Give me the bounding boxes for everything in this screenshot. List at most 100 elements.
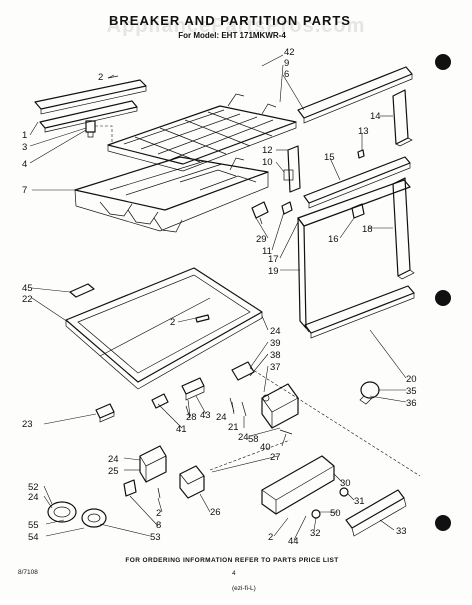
switch-43 [181,377,205,401]
grille-53 [81,508,107,528]
callout-label: 18 [362,224,373,235]
callout-label: 4 [22,159,27,170]
clip-41 [151,393,169,409]
callout-label: 43 [200,410,211,421]
clip-11 [281,201,293,215]
callout-label: 55 [28,520,39,531]
screw-2-panel [195,314,210,323]
breaker-housing [231,361,299,429]
callout-label: 27 [270,452,281,463]
handwritten-note: (ezi-fi-L) [232,585,256,592]
callout-label: 8 [156,520,161,531]
callout-label: 24 [28,492,39,503]
clip-29 [251,201,269,225]
upper-grille-shelf [107,93,297,172]
callout-label: 12 [262,145,273,156]
leader-lines [29,54,407,541]
callout-label: 38 [270,350,281,361]
callout-label: 22 [22,294,33,305]
callout-label: 24 [238,432,249,443]
callout-label: 17 [268,254,279,265]
punch-hole-top [435,54,451,70]
clip-8 [123,479,137,497]
date-code: 8/7108 [18,569,38,576]
small-vertical-piece-12 [283,145,301,193]
trim-strip-part [34,75,147,133]
callout-label: 1 [22,130,27,141]
clip-23 [95,403,115,423]
callout-label: 52 [28,482,39,493]
callout-label: 21 [228,422,239,433]
callout-label: 20 [406,374,417,385]
callout-label: 3 [22,142,27,153]
screw-32 [311,509,321,519]
callout-label: 36 [406,398,417,409]
callout-label: 30 [340,478,351,489]
callout-label: 31 [354,496,365,507]
callout-label: 2 [170,317,175,328]
callout-label: 44 [288,536,299,547]
punch-hole-middle [435,290,451,306]
callout-label: 2 [156,508,161,519]
vertical-trim-14 [392,89,413,147]
screw-31 [339,487,349,497]
diagram-title: BREAKER AND PARTITION PARTS [109,13,351,28]
callout-label: 25 [108,466,119,477]
callout-label: 9 [284,58,289,69]
callout-label: 23 [22,419,33,430]
callout-label: 53 [150,532,161,543]
grille-52 [47,501,77,523]
top-horizontal-trim [297,66,413,124]
callout-label: 35 [406,386,417,397]
callout-label: 28 [186,412,197,423]
bracket-16 [351,203,365,219]
callout-label: 7 [22,185,27,196]
watermark-text: AppliancePartsPros.com [107,15,366,37]
callout-label: 6 [284,69,289,80]
callout-label: 37 [270,362,281,373]
callout-label: 29 [256,234,267,245]
model-line: For Model: EHT 171MKWR-4 [178,31,286,40]
callout-label: 14 [370,111,381,122]
callout-label: 45 [22,283,33,294]
trim-piece-33 [345,489,407,537]
callout-label: 19 [268,266,279,277]
callout-label: 2 [268,532,273,543]
callout-label: 54 [28,532,39,543]
callout-label: 15 [324,152,335,163]
breaker-tray [74,156,269,233]
callout-label: 24 [108,454,119,465]
bracket-25 [139,445,167,483]
plug-part [85,120,113,144]
light-globe [359,381,380,405]
alignment-line-1 [249,367,421,477]
vertical-trim-18 [392,177,415,280]
callout-label: 40 [260,442,271,453]
callout-label: 33 [396,526,407,537]
callout-label: 16 [328,234,339,245]
callout-labels: 42 9 6 2 1 3 4 14 13 12 10 15 7 29 11 16… [22,47,417,547]
callout-label: 11 [262,246,272,257]
page-number: 4 [232,570,236,577]
screw-2-bracket [157,487,161,499]
alignment-line-2 [209,439,291,471]
bracket-26 [179,465,205,499]
partition-strip-15 [303,156,411,209]
callout-label: 24 [270,326,281,337]
partition-frame [297,179,415,339]
clip-45 [69,283,95,298]
callout-label: 32 [310,528,321,539]
callout-label: 2 [98,72,103,83]
callout-label: 58 [248,434,259,445]
lower-housing-30 [261,455,335,515]
punch-hole-bottom [435,515,451,531]
callout-label: 42 [284,47,295,58]
callout-label: 24 [216,412,227,423]
callout-label: 50 [330,508,341,519]
ordering-note: FOR ORDERING INFORMATION REFER TO PARTS … [125,557,338,564]
callout-label: 39 [270,338,281,349]
callout-label: 10 [262,157,273,168]
callout-label: 13 [358,126,369,137]
